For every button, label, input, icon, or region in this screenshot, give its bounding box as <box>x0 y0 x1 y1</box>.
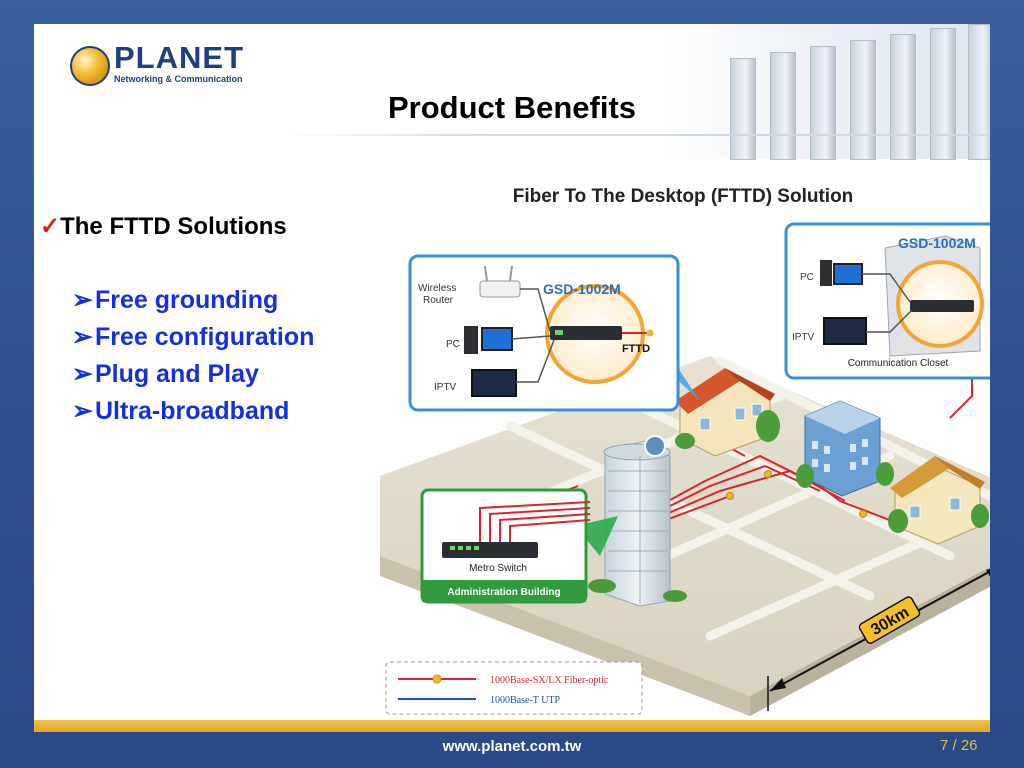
datacenter-background <box>660 24 990 160</box>
metro-switch-icon <box>442 542 538 558</box>
tv-icon <box>471 369 517 397</box>
checkmark-icon: ✓ <box>40 213 61 240</box>
legend-fiber-label: 1000Base-SX/LX Fiber-optic <box>490 675 609 686</box>
page-number: 7 / 26 <box>940 737 978 754</box>
list-item: ➢Free grounding <box>72 286 279 314</box>
house-right <box>888 456 989 545</box>
closet-caption: Communication Closet <box>848 358 949 369</box>
closet-zoom-box: GSD-1002M PC IPTV Communication Closet <box>784 222 990 380</box>
closet-iptv-label: IPTV <box>792 332 815 343</box>
office-building <box>796 400 894 497</box>
logo-name: PLANET <box>114 40 244 75</box>
footer-url[interactable]: www.planet.com.tw <box>442 738 582 755</box>
distance-indicator: 30km <box>767 568 990 711</box>
arrow-bullet-icon: ➢ <box>72 360 93 388</box>
pc-monitor-icon <box>833 263 863 285</box>
metro-switch-label: Metro Switch <box>469 563 527 574</box>
tv-icon <box>823 317 867 345</box>
closet-pc-label: PC <box>800 272 814 283</box>
slide-canvas: PLANET Networking & Communication Produc… <box>34 24 990 720</box>
pc-tower-icon <box>464 326 478 354</box>
legend-utp-label: 1000Base-T UTP <box>490 695 561 706</box>
pc-tower-icon <box>820 260 832 286</box>
home-pc-label: PC <box>446 339 460 350</box>
administration-tower <box>588 435 687 607</box>
list-item: ➢Ultra-broadband <box>72 397 290 425</box>
admin-zoom-box: Metro Switch Administration Building <box>420 488 618 604</box>
footer-gold-bar <box>34 720 990 732</box>
fttd-diagram: Fiber To The Desktop (FTTD) Solution <box>380 186 990 716</box>
title-divider <box>284 134 990 136</box>
admin-building-caption: Administration Building <box>447 587 560 598</box>
list-item: ➢Plug and Play <box>72 360 259 388</box>
home-iptv-label: IPTV <box>434 382 457 393</box>
arrow-bullet-icon: ➢ <box>72 397 93 425</box>
house-top <box>675 368 780 457</box>
diagram-heading: Fiber To The Desktop (FTTD) Solution <box>513 186 854 207</box>
logo-tagline: Networking & Communication <box>114 74 243 84</box>
arrow-bullet-icon: ➢ <box>72 286 93 314</box>
main-bullet-text: The FTTD Solutions <box>60 213 287 240</box>
closet-model-label: GSD-1002M <box>898 235 976 251</box>
arrow-bullet-icon: ➢ <box>72 323 93 351</box>
legend: 1000Base-SX/LX Fiber-optic 1000Base-T UT… <box>385 661 643 715</box>
planet-globe-icon <box>70 46 110 86</box>
fttd-label: FTTD <box>622 343 650 355</box>
list-item: ➢Free configuration <box>72 323 315 351</box>
pc-monitor-icon <box>481 327 513 351</box>
home-model-label: GSD-1002M <box>543 281 621 297</box>
benefit-list: ➢Free grounding ➢Free configuration ➢Plu… <box>72 282 314 430</box>
page-title: Product Benefits <box>387 90 637 125</box>
main-bullet: ✓The FTTD Solutions <box>40 212 287 241</box>
wireless-router-icon <box>479 280 521 298</box>
